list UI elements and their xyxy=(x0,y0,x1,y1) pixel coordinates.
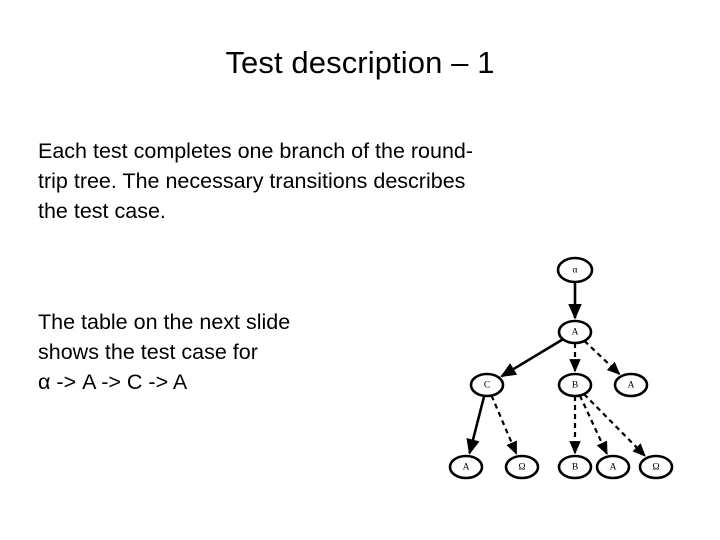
body-paragraph-1: Each test completes one branch of the ro… xyxy=(38,136,708,226)
paragraph-2-line-1: The table on the next slide xyxy=(38,310,291,334)
node-shape xyxy=(504,454,540,480)
tree-edge-n3-n8 xyxy=(578,395,608,455)
tree-edge-n1-n4 xyxy=(583,340,621,375)
paragraph-2-line-3: α -> A -> C -> A xyxy=(38,370,188,394)
node-label: A xyxy=(463,463,470,473)
page-title: Test description – 1 xyxy=(225,45,495,80)
node-label: α xyxy=(573,266,578,276)
paragraph-1-line-1: Each test completes one branch of the ro… xyxy=(38,139,474,163)
node-shape xyxy=(613,372,649,398)
tree-edges xyxy=(466,282,646,457)
node-label: A xyxy=(628,381,635,391)
tree-edge-n1-n2 xyxy=(500,338,564,378)
node-label: A xyxy=(610,463,617,473)
node-shape xyxy=(469,372,505,398)
tree-node-n6: Ω xyxy=(504,454,540,480)
paragraph-1-line-2: trip tree. The necessary transitions des… xyxy=(38,169,466,193)
tree-node-n1: A xyxy=(557,319,593,345)
node-shape xyxy=(557,319,593,345)
node-shape xyxy=(557,454,593,480)
node-shape xyxy=(557,372,593,398)
tree-node-n8: A xyxy=(595,454,631,480)
node-label: C xyxy=(484,381,490,391)
tree-edge-n2-n6 xyxy=(490,395,518,455)
tree-node-n5: A xyxy=(448,454,484,480)
node-label: B xyxy=(572,463,578,473)
tree-node-n0: α xyxy=(556,256,594,284)
node-shape xyxy=(556,256,594,284)
tree-node-n4: A xyxy=(613,372,649,398)
node-label: Ω xyxy=(518,463,525,473)
tree-edge-n2-n5 xyxy=(466,395,486,455)
node-label: A xyxy=(572,328,579,338)
tree-node-n7: B xyxy=(557,454,593,480)
paragraph-1-line-3: the test case. xyxy=(38,199,166,223)
paragraph-2-line-2: shows the test case for xyxy=(38,340,258,364)
tree-node-n9: Ω xyxy=(638,454,674,480)
node-shape xyxy=(595,454,631,480)
node-shape xyxy=(638,454,674,480)
tree-node-n2: C xyxy=(469,372,505,398)
tree-edge-n3-n9 xyxy=(583,393,646,457)
node-label: B xyxy=(572,381,578,391)
node-label: Ω xyxy=(652,463,659,473)
node-shape xyxy=(448,454,484,480)
tree-nodes: αA C B A A Ω B A Ω xyxy=(448,256,674,480)
body-paragraph-2: The table on the next slide shows the te… xyxy=(38,307,468,397)
tree-node-n3: B xyxy=(557,372,593,398)
